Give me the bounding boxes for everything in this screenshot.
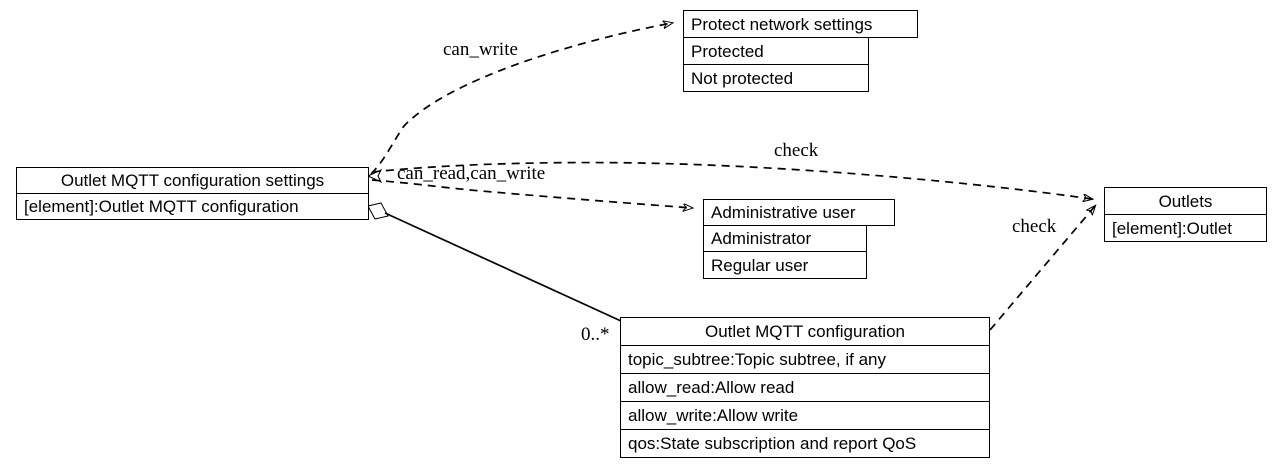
edge-composition-config	[367, 202, 622, 322]
node-title-outlet-mqtt-configuration: Outlet MQTT configuration	[620, 317, 990, 346]
node-title-protect-network-settings: Protect network settings	[683, 10, 918, 38]
edge-can-read-can-write	[371, 179, 692, 208]
node-title-administrative-user: Administrative user	[703, 199, 895, 226]
node-title-outlets: Outlets	[1104, 187, 1267, 215]
node-row-outlet-mqtt-configuration-2: allow_write:Allow write	[620, 401, 990, 430]
node-row-outlets-0: [element]:Outlet	[1104, 214, 1267, 242]
node-title-outlet-mqtt-configuration-settings: Outlet MQTT configuration settings	[16, 167, 369, 194]
edge-label-check-settings-outlets: check	[774, 140, 819, 161]
node-row-protect-network-settings-1: Not protected	[683, 64, 869, 92]
edge-label-check-config-outlets: check	[1012, 216, 1057, 237]
node-row-outlet-mqtt-configuration-1: allow_read:Allow read	[620, 373, 990, 402]
node-row-outlet-mqtt-configuration-0: topic_subtree:Topic subtree, if any	[620, 345, 990, 374]
edge-label-can-read-can-write: can_read,can_write	[397, 163, 546, 184]
arrowhead-into-settings	[366, 168, 383, 184]
multiplicity-label-0-to-many: 0..*	[581, 324, 610, 345]
edge-check-settings-outlets	[371, 161, 1092, 199]
edge-label-can-write: can_write	[443, 39, 518, 60]
edge-can-write	[370, 23, 672, 175]
node-row-protect-network-settings-0: Protected	[683, 37, 869, 65]
node-row-outlet-mqtt-configuration-settings-0: [element]:Outlet MQTT configuration	[16, 193, 369, 220]
node-row-administrative-user-1: Regular user	[703, 251, 867, 279]
node-row-outlet-mqtt-configuration-3: qos:State subscription and report QoS	[620, 429, 990, 458]
composition-diamond	[367, 202, 389, 220]
node-row-administrative-user-0: Administrator	[703, 225, 867, 252]
